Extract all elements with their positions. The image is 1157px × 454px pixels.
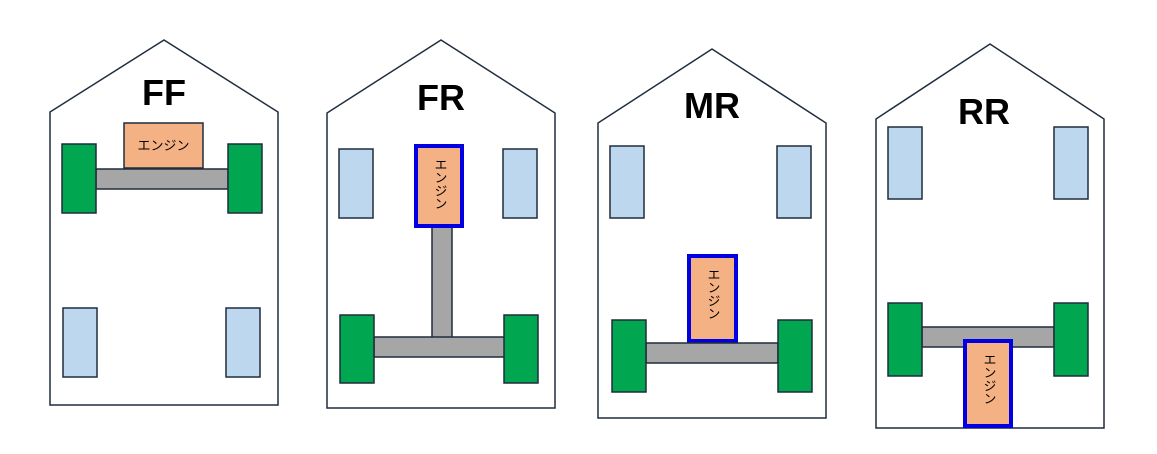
propeller-shaft (431, 225, 453, 342)
engine-block (123, 122, 204, 169)
car-mr: MR エンジン (597, 48, 827, 419)
drive-wheel-rear-right (503, 314, 539, 384)
axle (373, 336, 507, 358)
engine-block (963, 339, 1013, 428)
car-body-outline (597, 48, 827, 419)
axle (95, 168, 229, 190)
drive-wheel-front-left (61, 143, 97, 214)
free-wheel-front-right (776, 145, 812, 219)
drive-wheel-rear-left (611, 319, 647, 393)
free-wheel-front-left (338, 148, 374, 219)
engine-label: エンジン (137, 139, 189, 154)
free-wheel-rear-left (62, 307, 98, 378)
layout-title: FR (417, 77, 465, 118)
drive-wheel-rear-right (1053, 302, 1089, 377)
free-wheel-front-right (502, 148, 538, 219)
free-wheel-rear-right (225, 307, 261, 378)
layout-title: RR (958, 91, 1010, 132)
axle (645, 342, 779, 364)
engine-label: エンジン (981, 353, 996, 405)
engine-label: エンジン (432, 158, 447, 210)
car-ff: FF エンジン (49, 39, 279, 406)
layout-title: FF (142, 72, 186, 113)
drive-wheel-rear-left (339, 314, 375, 384)
drive-wheel-rear-left (887, 302, 923, 377)
free-wheel-front-left (887, 126, 923, 200)
free-wheel-front-right (1053, 126, 1089, 200)
layout-title: MR (684, 85, 740, 126)
drive-wheel-rear-right (777, 319, 813, 393)
car-rr: RR エンジン (875, 43, 1105, 429)
car-fr: FR エンジン (326, 39, 556, 409)
car-body-outline (49, 39, 279, 406)
engine-label: エンジン (705, 268, 720, 320)
free-wheel-front-left (609, 145, 645, 219)
drive-wheel-front-right (227, 143, 263, 214)
engine-block (687, 254, 738, 343)
engine-block (414, 144, 464, 228)
